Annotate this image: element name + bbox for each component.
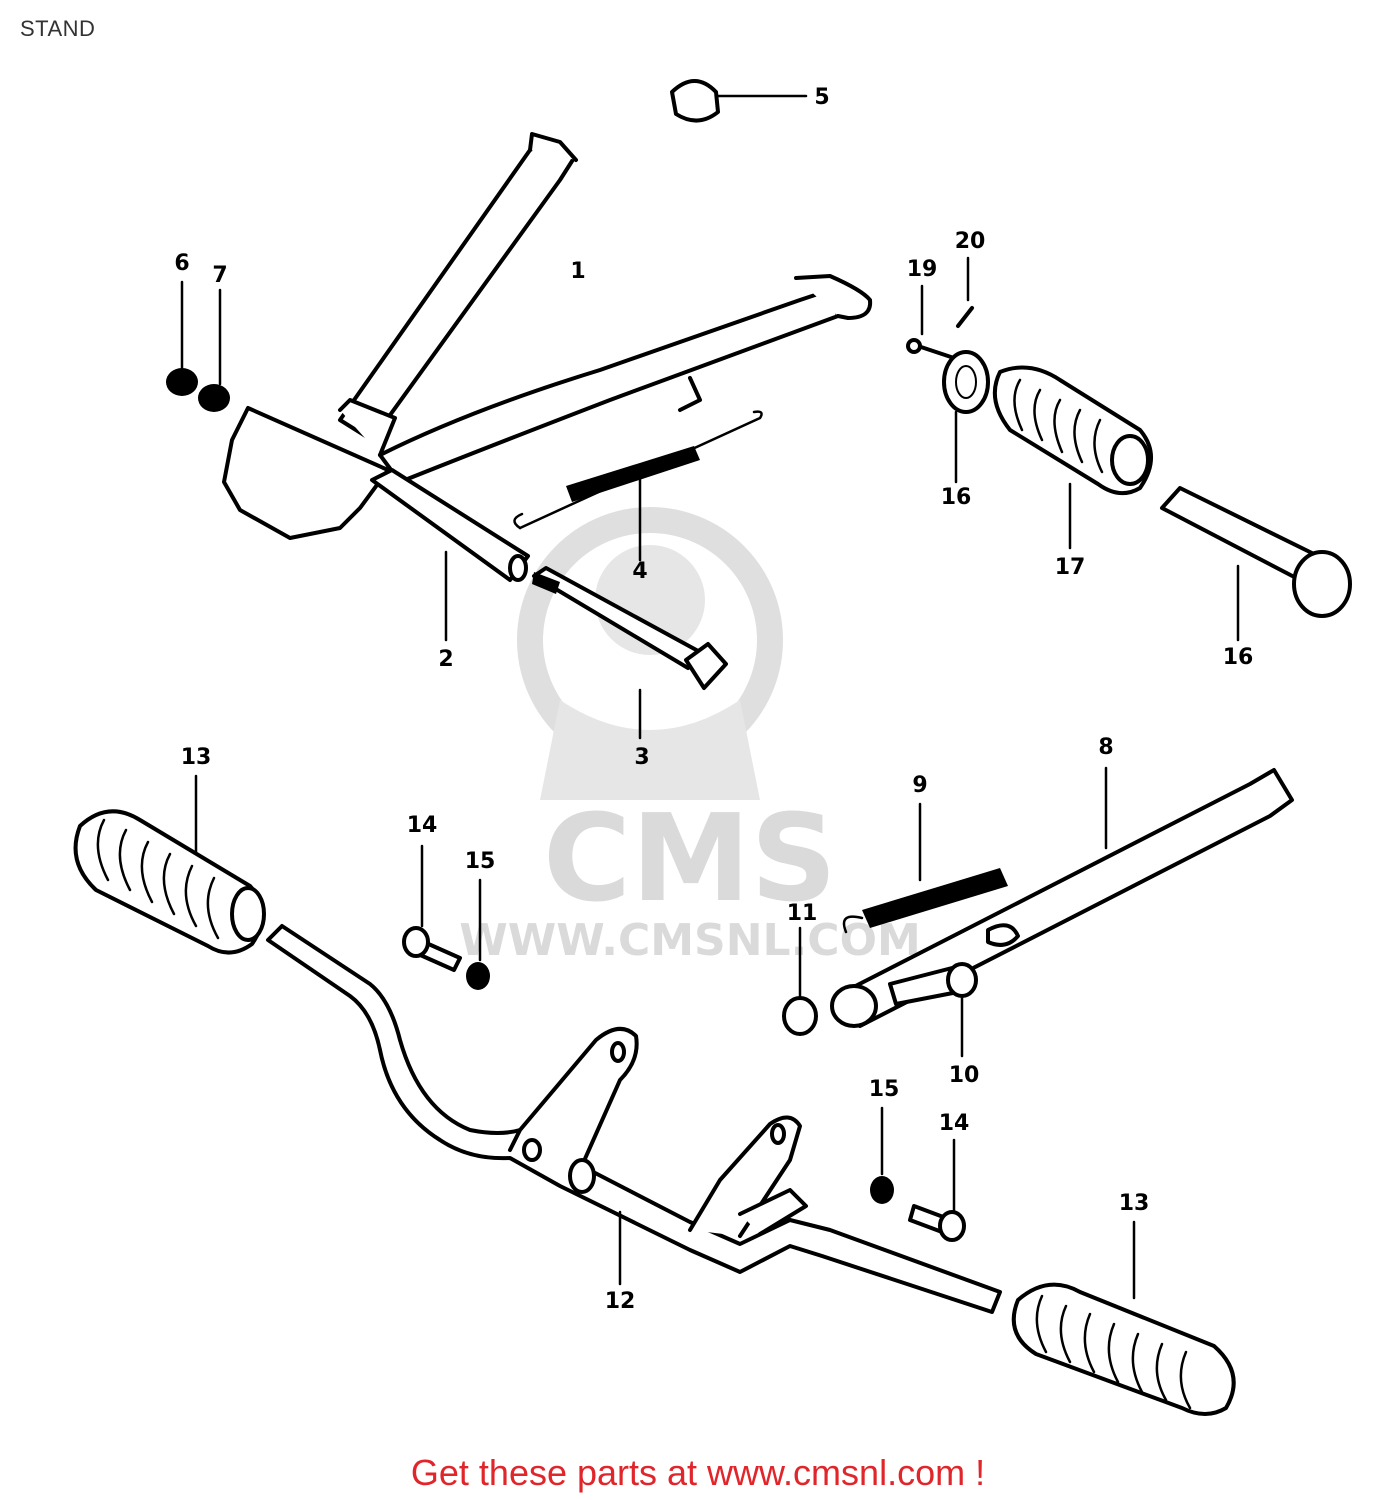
watermark-brand: CMS (543, 790, 837, 929)
callout-11: 11 (787, 901, 818, 926)
callout-3: 3 (634, 745, 649, 770)
part-13-rubber-left (73, 774, 266, 955)
part-14-bolt-left (402, 844, 462, 972)
part-15-washer (942, 350, 990, 484)
part-19-pin (906, 284, 962, 362)
part-20-clip (956, 256, 974, 328)
part-12-footrest-bar (266, 924, 1002, 1314)
callout-19: 19 (907, 257, 938, 282)
part-6-nut (166, 280, 198, 396)
callout-15-left: 15 (465, 849, 496, 874)
footer-link-text[interactable]: Get these parts at www.cmsnl.com ! (410, 1452, 986, 1493)
callout-2: 2 (438, 647, 453, 672)
diagram-title: STAND (20, 16, 96, 41)
part-16-footrest-shaft (1160, 486, 1352, 642)
callout-14-left: 14 (407, 813, 438, 838)
part-14-bolt-right (908, 1138, 966, 1242)
part-11-nut (782, 926, 818, 1036)
callout-6: 6 (174, 251, 189, 276)
callout-4: 4 (632, 559, 647, 584)
part-2-shaft (370, 468, 530, 642)
callout-14-right: 14 (939, 1111, 970, 1136)
part-9-spring (842, 802, 1008, 934)
callout-17: 17 (1055, 555, 1086, 580)
part-15-nut-right (870, 1106, 894, 1204)
part-8-side-stand (830, 766, 1294, 1028)
part-10-bolt (888, 962, 978, 1058)
part-5-stopper (670, 79, 808, 123)
part-17-rubber (992, 365, 1153, 550)
part-13-rubber-right (1011, 1220, 1236, 1416)
part-3-bolt (532, 566, 728, 740)
parts-diagram: CMS WWW.CMSNL.COM (73, 79, 1352, 1416)
callout-13-left: 13 (181, 745, 212, 770)
callout-9: 9 (912, 773, 927, 798)
callout-7: 7 (212, 263, 227, 288)
callout-12: 12 (605, 1289, 636, 1314)
callout-20: 20 (955, 229, 986, 254)
watermark-url: WWW.CMSNL.COM (459, 915, 921, 966)
callout-13-right: 13 (1119, 1191, 1150, 1216)
callout-10: 10 (949, 1063, 980, 1088)
callout-16-shaft: 16 (1223, 645, 1254, 670)
callout-15-right: 15 (869, 1077, 900, 1102)
callout-1: 1 (570, 259, 585, 284)
part-15-nut-left (466, 878, 490, 990)
part-1-center-stand (222, 132, 873, 540)
watermark-logo: CMS WWW.CMSNL.COM (459, 507, 921, 966)
part-4-spring (513, 410, 763, 562)
callout-8: 8 (1098, 735, 1113, 760)
callout-5: 5 (814, 85, 829, 110)
part-7-washer (198, 288, 230, 412)
callout-16-washer: 16 (941, 485, 972, 510)
